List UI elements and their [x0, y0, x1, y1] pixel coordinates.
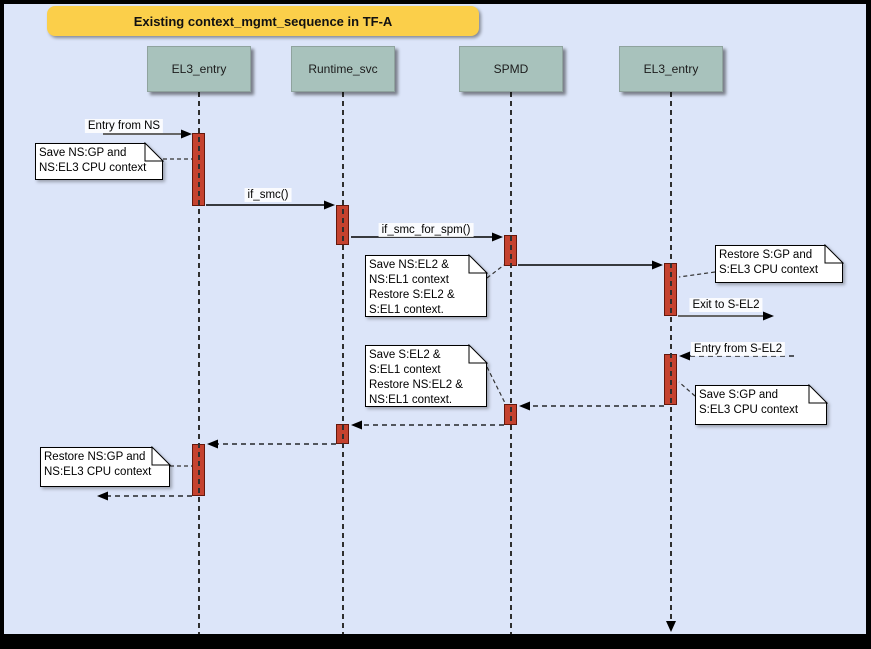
note-fold-icon — [468, 344, 488, 364]
sequence-diagram-canvas: Existing context_mgmt_sequence in TF-A E… — [4, 4, 866, 634]
participant-runtime-svc: Runtime_svc — [291, 46, 395, 92]
arrowhead-spmd-to-el3 — [652, 260, 663, 270]
lifeline-spmd — [510, 92, 512, 634]
note-fold-icon — [144, 142, 164, 162]
note-fold-icon — [468, 254, 488, 274]
label-entry-from-ns: Entry from NS — [84, 119, 164, 133]
label-exit-to-s-el2: Exit to S-EL2 — [689, 298, 763, 312]
arrowhead-if-smc — [324, 200, 335, 210]
message-arrows — [97, 129, 794, 632]
note-save-ns-gp: Save NS:GP and NS:EL3 CPU context — [35, 142, 164, 180]
arrowhead-entry-from-ns — [181, 129, 192, 139]
note-fold-icon — [808, 384, 828, 404]
arrowhead-el3-to-spmd-return — [519, 401, 530, 411]
connector-note-restore-s-gp — [678, 271, 716, 278]
label-if-smc-for-spm: if_smc_for_spm() — [378, 223, 474, 237]
note-fold-icon — [151, 446, 171, 466]
arrowhead-entry-from-s-el2 — [679, 351, 690, 361]
connector-note-save-s-gp — [678, 381, 696, 397]
connector-note-save-ns-el2 — [486, 264, 505, 279]
note-save-ns-el2: Save NS:EL2 & NS:EL1 context Restore S:E… — [365, 254, 488, 317]
participant-spmd: SPMD — [459, 46, 563, 92]
note-restore-ns-gp: Restore NS:GP and NS:EL3 CPU context — [40, 446, 171, 487]
arrowhead-final-exit — [97, 491, 108, 501]
note-save-s-el2: Save S:EL2 & S:EL1 context Restore NS:EL… — [365, 344, 488, 407]
arrowhead-spmd-to-runtime-return — [351, 420, 362, 430]
participant-el3-entry-2: EL3_entry — [619, 46, 723, 92]
lifeline-end-arrowhead — [666, 621, 676, 632]
diagram-title: Existing context_mgmt_sequence in TF-A — [47, 6, 479, 36]
connector-note-save-s-el2 — [486, 366, 506, 404]
lifeline-el3-entry-2 — [670, 92, 672, 620]
note-restore-s-gp: Restore S:GP and S:EL3 CPU context — [715, 244, 844, 283]
participant-el3-entry-1: EL3_entry — [147, 46, 251, 92]
arrowhead-exit-to-s-el2 — [763, 311, 774, 321]
note-fold-icon — [824, 244, 844, 264]
lifeline-runtime-svc — [342, 92, 344, 634]
arrowhead-if-smc-for-spm — [492, 232, 503, 242]
lifeline-el3-entry-1 — [198, 92, 200, 634]
arrowhead-runtime-to-el3-return — [207, 439, 218, 449]
label-entry-from-s-el2: Entry from S-EL2 — [690, 342, 786, 356]
label-if-smc: if_smc() — [244, 188, 292, 202]
note-save-s-gp: Save S:GP and S:EL3 CPU context — [695, 384, 828, 425]
